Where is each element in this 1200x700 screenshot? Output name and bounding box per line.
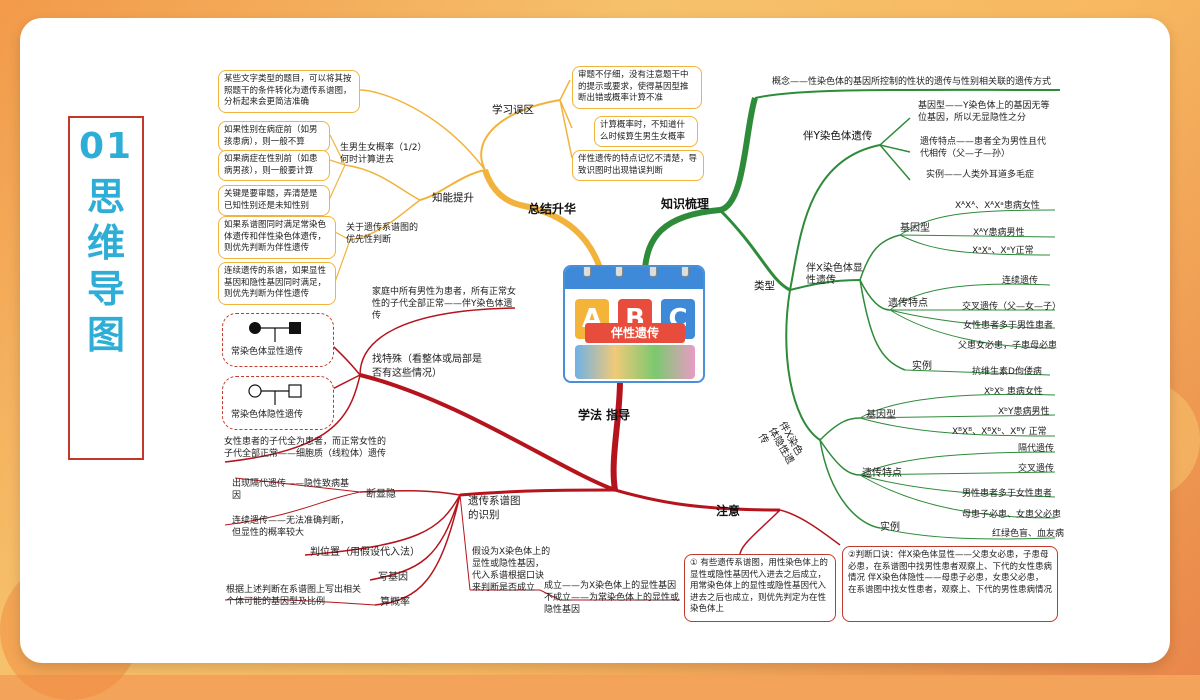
ability-up-node: 知能提升 — [432, 192, 474, 204]
calendar-band — [565, 267, 703, 289]
section-title-char-4: 图 — [86, 313, 125, 357]
y-linked-node: 伴Y染色体遗传 — [803, 130, 873, 142]
calc-prob-node: 算概率 — [380, 597, 410, 608]
x-recessive-feature-1: 隔代遗传 — [1018, 444, 1055, 454]
x-dominant-node: 伴X染色体显性遗传 — [806, 263, 863, 286]
x-dominant-feature-1: 连续遗传 — [1002, 276, 1039, 286]
y-linked-family-note: 家庭中所有男性为患者，所有正常女性的子代全部正常——伴Y染色体遗传 — [372, 287, 517, 321]
x-dominant-feature-2: 交叉遗传（父—女—子） — [962, 302, 1062, 312]
x-recessive-genotype-label: 基因型 — [866, 410, 896, 421]
x-recessive-genotype-3: XᴮXᴮ、XᴮXᵇ、XᴮY 正常 — [952, 427, 1047, 437]
learning-mistakes-node: 学习误区 — [492, 104, 534, 116]
branch-knowledge: 知识梳理 — [661, 197, 710, 211]
calendar-ring — [615, 267, 623, 277]
pedigree-priority-node: 关于遗传系谱图的优先性判断 — [346, 223, 419, 245]
x-dominant-genotype-label: 基因型 — [900, 223, 930, 234]
x-recessive-genotype-2: XᵇY患病男性 — [998, 407, 1050, 417]
dominance-item-1: 出现隔代遗传——隐性致病基因 — [232, 479, 350, 501]
calendar-ring — [681, 267, 689, 277]
x-recessive-genotype-1: XᵇXᵇ 患病女性 — [984, 387, 1043, 397]
section-title: 思 维 导 图 — [70, 174, 142, 358]
x-dominant-genotype-3: XᵃXᵃ、XᵃY正常 — [972, 246, 1034, 256]
x-recessive-feature-3: 男性患者多于女性患者 — [962, 489, 1053, 499]
result-note: 成立——为X染色体上的显性基因不成立——为常染色体上的显性或隐性基因 — [544, 581, 680, 615]
calendar-ring — [649, 267, 657, 277]
branch-notice: 注意 — [716, 504, 741, 518]
pedigree-dominant: 常染色体显性遗传 — [222, 313, 334, 367]
x-dominant-example: 抗维生素D佝偻病 — [972, 367, 1042, 377]
section-title-box: 01 思 维 导 图 — [68, 116, 144, 460]
ability-box-1: 某些文字类型的题目，可以将其按照题干的条件转化为遗传系谱图，分析起来会更简洁准确 — [218, 70, 360, 113]
mistake-box-1: 审题不仔细，没有注意题干中的提示或要求，使得基因型推断出错或概率计算不准 — [572, 66, 702, 109]
x-recessive-example: 红绿色盲、血友病 — [992, 529, 1065, 539]
write-genotype-node: 写基因 — [378, 572, 408, 583]
pedigree-dominant-diagram — [249, 322, 301, 342]
ability-box-5: 如果系谱图同时满足常染色体遗传和伴性染色体遗传，则优先判断为伴性遗传 — [218, 216, 336, 259]
find-special-node: 找特殊（看整体或局部是否有这些情况） — [372, 354, 482, 379]
section-title-char-1: 思 — [86, 175, 125, 219]
branch-method: 学法 指导 — [578, 408, 631, 422]
branch-summary: 总结升华 — [528, 202, 577, 216]
x-dominant-example-label: 实例 — [912, 361, 932, 372]
x-dominant-feature-label: 遗传特点 — [888, 298, 928, 309]
mistake-box-2: 计算概率时，不知道什么时候算生男生女概率 — [594, 116, 698, 147]
section-title-char-2: 维 — [86, 221, 125, 265]
ability-box-2: 如果性别在病症前（如男孩患病），则一般不算 — [218, 121, 330, 152]
pedigree-dominant-label: 常染色体显性遗传 — [231, 347, 304, 357]
ability-box-6: 连续遗传的系谱，如果显性基因和隐性基因同时满足，则优先判断为伴性遗传 — [218, 262, 336, 305]
mistake-box-3: 伴性遗传的特点记忆不清楚，导致识图时出现错误判断 — [572, 150, 704, 181]
calendar-ring — [583, 267, 591, 277]
x-dominant-feature-4: 父患女必患，子患母必患 — [958, 341, 1058, 351]
center-topic-image: A B C 伴性遗传 — [563, 265, 705, 383]
pedigree-recessive-label: 常染色体隐性遗传 — [231, 410, 304, 420]
section-number: 01 — [78, 126, 134, 167]
hypothesis-note: 假设为X染色体上的显性或隐性基因，代入系谱根据口诀来判断是否成立 — [472, 547, 551, 593]
center-topic-title: 伴性遗传 — [585, 323, 685, 343]
x-dominant-genotype-1: XᴬXᴬ、XᴬXᵃ患病女性 — [955, 201, 1040, 211]
x-recessive-feature-label: 遗传特点 — [862, 468, 902, 479]
x-recessive-feature-2: 交叉遗传 — [1018, 464, 1055, 474]
pedigree-recessive-diagram — [248, 384, 302, 405]
x-recessive-feature-4: 母患子必患、女患父必患 — [962, 510, 1062, 520]
probability-node: 生男生女概率（1/2）何时计算进去 — [340, 143, 427, 165]
mito-note: 女性患者的子代全为患者，而正常女性的子代全部正常——细胞质（线粒体）遗传 — [224, 437, 387, 459]
locate-node: 判位置（用假设代入法） — [310, 547, 420, 558]
section-title-char-3: 导 — [86, 267, 125, 311]
pedigree-recessive: 常染色体隐性遗传 — [222, 376, 334, 430]
dominance-item-2: 连续遗传——无法准确判断，但显性的概率较大 — [232, 516, 350, 538]
notice-box-1: ① 有些遗传系谱图，用性染色体上的显性或隐性基因代入进去之后成立，用常染色体上的… — [684, 554, 836, 622]
ability-box-4: 关键是要审题，弄清楚是已知性别还是未知性别 — [218, 185, 330, 216]
calc-note: 根据上述判断在系谱图上写出相关个体可能的基因型及比例 — [226, 585, 362, 607]
types-node: 类型 — [754, 280, 775, 292]
children-illustration — [575, 345, 695, 379]
x-dominant-feature-3: 女性患者多于男性患者 — [963, 321, 1054, 331]
x-recessive-example-label: 实例 — [880, 522, 900, 533]
pedigree-id-node: 遗传系谱图的识别 — [468, 495, 521, 521]
x-dominant-genotype-2: XᴬY患病男性 — [973, 228, 1025, 238]
ability-box-3: 如果病症在性别前（如患病男孩），则一般要计算 — [218, 150, 330, 181]
notice-box-2: ②判断口诀：伴X染色体显性——父患女必患，子患母必患，在系谱图中找男性患者观察上… — [842, 546, 1058, 622]
y-linked-example: 实例——人类外耳道多毛症 — [926, 170, 1035, 180]
concept-text: 概念——性染色体的基因所控制的性状的遗传与性别相关联的遗传方式 — [772, 77, 1052, 87]
dominance-node: 断显隐 — [366, 489, 396, 500]
y-linked-genotype: 基因型——Y染色体上的基因无等位基因，所以无显隐性之分 — [918, 101, 1050, 123]
y-linked-feature: 遗传特点——患者全为男性且代代相传（父—子—孙） — [920, 137, 1047, 159]
